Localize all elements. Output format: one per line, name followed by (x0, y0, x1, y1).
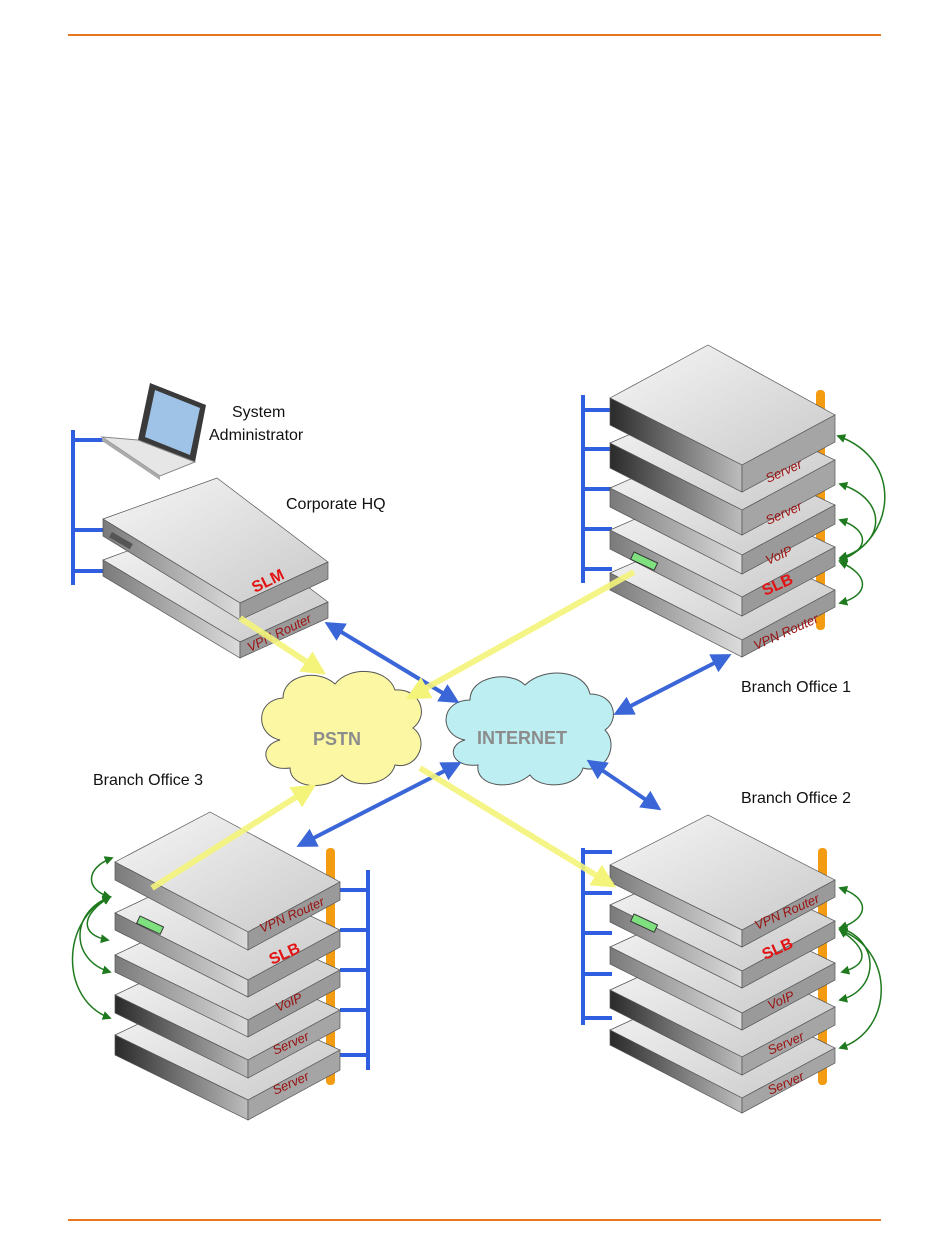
internet-cloud: INTERNET (446, 673, 613, 785)
system-admin-label-1: System (232, 404, 285, 421)
hq-lan-bus (73, 430, 105, 585)
corporate-hq-label: Corporate HQ (286, 496, 386, 513)
branch-office-2-site: Server Server VoIP SLB VPN Router (583, 790, 881, 1113)
branch3-failover-arrows (73, 858, 113, 1018)
pstn-label: PSTN (313, 729, 361, 749)
link-branch1-internet (617, 656, 728, 713)
branch-office-3-label: Branch Office 3 (93, 772, 203, 789)
internet-label: INTERNET (477, 728, 567, 748)
branch-office-3-site: Server Server VoIP SLB VPN Router (73, 772, 369, 1120)
link-branch1-pstn (410, 572, 634, 697)
branch2-failover-arrows (840, 888, 881, 1048)
link-branch2-internet (590, 762, 658, 808)
laptop-icon (102, 383, 206, 480)
branch1-failover-arrows (838, 436, 885, 603)
branch3-lan-bus (340, 870, 368, 1070)
branch-office-2-label: Branch Office 2 (741, 790, 851, 807)
branch1-lan-bus (583, 395, 612, 583)
branch-office-1-label: Branch Office 1 (741, 679, 851, 696)
branch-office-1-site: VPN Router SLB VoIP Server Server (583, 345, 885, 696)
pstn-cloud: PSTN (262, 671, 422, 785)
corporate-hq-site: VPN Router SLM System Administrator Corp… (73, 383, 386, 658)
system-admin-label-2: Administrator (209, 427, 304, 444)
link-pstn-branch2 (420, 768, 612, 885)
